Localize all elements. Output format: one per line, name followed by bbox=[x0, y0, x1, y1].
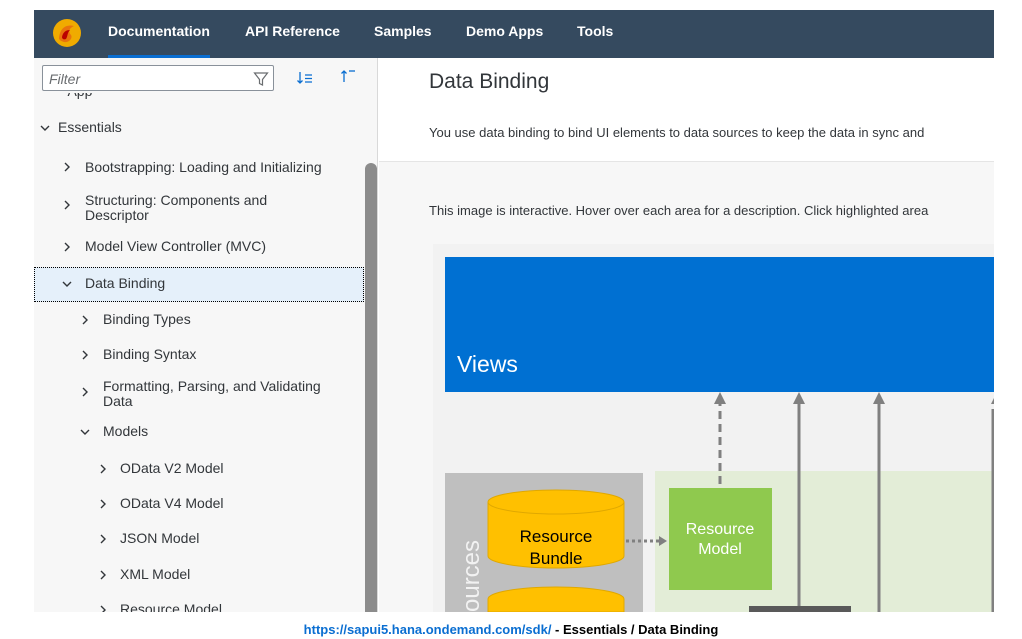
tree-item-mvc[interactable]: Model View Controller (MVC) bbox=[34, 230, 364, 264]
tree-item-label: Resource Model bbox=[120, 601, 222, 612]
filter-field[interactable] bbox=[42, 65, 274, 91]
second-cylinder[interactable] bbox=[487, 586, 625, 612]
tree-item-binding-syntax[interactable]: Binding Syntax bbox=[34, 338, 364, 372]
collapse-all-icon[interactable] bbox=[339, 67, 357, 85]
tab-documentation[interactable]: Documentation bbox=[108, 10, 210, 58]
sidebar-scrollbar[interactable] bbox=[365, 163, 377, 612]
chevron-right-icon bbox=[100, 499, 106, 509]
tab-tools[interactable]: Tools bbox=[577, 23, 614, 39]
tree-item-label: Formatting, Parsing, and Validating Data bbox=[103, 378, 321, 409]
chevron-right-icon bbox=[82, 315, 88, 325]
chevron-down-icon bbox=[80, 429, 90, 435]
filter-input[interactable] bbox=[49, 70, 239, 88]
tree-item-label: Model View Controller (MVC) bbox=[85, 238, 267, 254]
tree-item-formatting[interactable]: Formatting, Parsing, and Validating Data bbox=[34, 370, 364, 414]
chevron-down-icon bbox=[62, 281, 72, 287]
tree-item-label: OData V4 Model bbox=[120, 495, 224, 511]
tab-samples[interactable]: Samples bbox=[374, 23, 432, 39]
clipped-tree-item: App bbox=[48, 93, 248, 101]
chevron-right-icon bbox=[64, 162, 70, 172]
diagram-canvas: Views ources Resource Bundle bbox=[445, 257, 994, 612]
tree-item-json-model[interactable]: JSON Model bbox=[34, 522, 364, 556]
top-navigation-bar: Documentation API Reference Samples Demo… bbox=[34, 10, 994, 58]
tree-item-label: Structuring: Components and Descriptor bbox=[85, 192, 268, 223]
caption-path: - Essentials / Data Binding bbox=[551, 622, 719, 637]
bundle-to-model-arrowhead bbox=[659, 536, 667, 546]
chevron-right-icon bbox=[64, 242, 70, 252]
tree-item-label: Data Binding bbox=[85, 275, 166, 291]
tree-item-label: JSON Model bbox=[120, 530, 200, 546]
main-content: Data Binding You use data binding to bin… bbox=[379, 58, 994, 612]
tree-item-label: OData V2 Model bbox=[120, 460, 224, 476]
interactive-image-note: This image is interactive. Hover over ea… bbox=[429, 203, 929, 218]
chevron-right-icon bbox=[82, 387, 88, 397]
tree-item-label: Bootstrapping: Loading and Initializing bbox=[85, 159, 322, 175]
tree-item-label: XML Model bbox=[120, 566, 191, 582]
bottom-connector bbox=[749, 606, 851, 612]
caption-url[interactable]: https://sapui5.hana.ondemand.com/sdk/ bbox=[303, 622, 552, 637]
tree-item-models[interactable]: Models bbox=[34, 416, 364, 450]
tree-item-bootstrapping[interactable]: Bootstrapping: Loading and Initializing bbox=[34, 150, 364, 184]
filter-icon[interactable] bbox=[253, 71, 269, 87]
tree-item-xml-model[interactable]: XML Model bbox=[34, 558, 364, 592]
tree-item-odata-v2-model[interactable]: OData V2 Model bbox=[34, 452, 364, 486]
page-description: You use data binding to bind UI elements… bbox=[429, 125, 925, 140]
page-title: Data Binding bbox=[429, 70, 550, 93]
chevron-down-icon bbox=[40, 125, 50, 131]
chevron-right-icon bbox=[64, 200, 70, 210]
chevron-right-icon bbox=[100, 570, 106, 580]
views-area[interactable] bbox=[445, 257, 994, 392]
tree-item-data-binding[interactable]: Data Binding bbox=[34, 267, 364, 302]
tree-item-label: Binding Syntax bbox=[103, 346, 197, 362]
chevron-right-icon bbox=[100, 464, 106, 474]
app-window: Documentation API Reference Samples Demo… bbox=[34, 10, 994, 612]
tree-item-label: Essentials bbox=[58, 119, 122, 135]
model-to-views-arrowhead bbox=[714, 392, 726, 404]
sort-icon[interactable] bbox=[296, 69, 314, 87]
data-binding-diagram: Views ources Resource Bundle bbox=[433, 244, 994, 612]
tree-item-label: Models bbox=[103, 423, 149, 439]
resource-bundle-cylinder[interactable] bbox=[487, 489, 625, 569]
tree-item-structuring[interactable]: Structuring: Components and Descriptor bbox=[34, 184, 364, 228]
chevron-right-icon bbox=[82, 350, 88, 360]
views-label: Views bbox=[457, 351, 518, 377]
chevron-right-icon bbox=[100, 605, 106, 612]
chevron-right-icon bbox=[100, 534, 106, 544]
resource-bundle-label-line1: Resource bbox=[520, 527, 593, 546]
tree-item-resource-model[interactable]: Resource Model bbox=[34, 593, 364, 612]
tree-item-label: Binding Types bbox=[103, 311, 191, 327]
resource-bundle-label-line2: Bundle bbox=[530, 549, 583, 568]
tree-item-essentials[interactable]: Essentials bbox=[34, 113, 364, 143]
tab-demo-apps[interactable]: Demo Apps bbox=[466, 23, 544, 39]
resource-model-label-line1: Resource bbox=[686, 521, 755, 538]
resource-model-box[interactable] bbox=[669, 488, 772, 590]
resources-side-label: ources bbox=[458, 540, 485, 612]
tab-api-reference[interactable]: API Reference bbox=[245, 23, 340, 39]
caption: https://sapui5.hana.ondemand.com/sdk/ - … bbox=[0, 622, 1022, 637]
sidebar: App Essentials Bootstrapping: Loading an… bbox=[34, 58, 378, 612]
binding-arrowhead-3 bbox=[991, 398, 994, 404]
binding-arrowhead-2 bbox=[873, 392, 885, 404]
tree-item-odata-v4-model[interactable]: OData V4 Model bbox=[34, 487, 364, 521]
binding-arrowhead-1 bbox=[793, 392, 805, 404]
openui5-logo-icon[interactable] bbox=[52, 18, 82, 48]
resource-model-label-line2: Model bbox=[698, 541, 742, 558]
content-header: Data Binding You use data binding to bin… bbox=[379, 58, 994, 162]
tree-item-binding-types[interactable]: Binding Types bbox=[34, 303, 364, 337]
